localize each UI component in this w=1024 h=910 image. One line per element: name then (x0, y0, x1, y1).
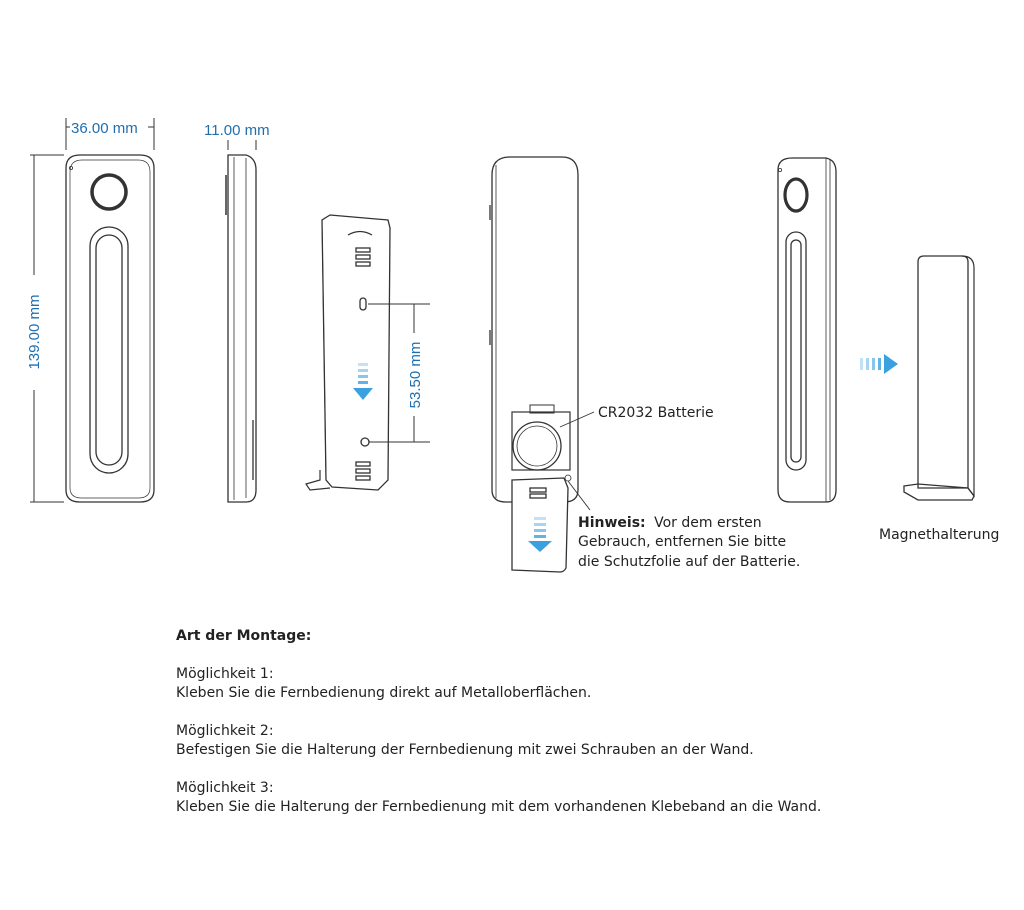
note-line-2: Gebrauch, entfernen Sie bitte (578, 534, 786, 550)
note-line-1: Hinweis: Vor dem ersten (578, 515, 762, 531)
mounting-option-3: Möglichkeit 3: Kleben Sie die Halterung … (176, 779, 976, 817)
wall-holder (305, 214, 430, 491)
option-text: Kleben Sie die Fernbedienung direkt auf … (176, 685, 592, 701)
front-view (30, 118, 155, 503)
battery-label: CR2032 Batterie (598, 405, 714, 421)
mounting-instructions: Art der Montage: Möglichkeit 1: Kleben S… (176, 627, 976, 836)
option-text: Befestigen Sie die Halterung der Fernbed… (176, 742, 754, 758)
mounting-title: Art der Montage: (176, 628, 312, 644)
note-line-3: die Schutzfolie auf der Batterie. (578, 554, 800, 570)
note-line-1-text: Vor dem ersten (654, 515, 762, 531)
mounting-option-2: Möglichkeit 2: Befestigen Sie die Halter… (176, 722, 976, 760)
depth-dimension-label: 11.00 mm (204, 122, 270, 139)
option-text: Kleben Sie die Halterung der Fernbedienu… (176, 799, 822, 815)
attach-arrow-icon (860, 354, 898, 374)
option-heading: Möglichkeit 3: (176, 780, 274, 796)
note-bold-label: Hinweis: (578, 515, 646, 531)
side-view (225, 140, 257, 503)
width-dimension-label: 36.00 mm (71, 120, 138, 137)
pull-out-arrow-icon (528, 517, 552, 552)
magnet-holder (903, 255, 975, 501)
height-dimension-label: 139.00 mm (26, 294, 43, 369)
hole-spacing-label: 53.50 mm (407, 342, 424, 409)
battery-view (489, 156, 595, 573)
mounting-option-1: Möglichkeit 1: Kleben Sie die Fernbedien… (176, 665, 976, 703)
remote-angled-view (777, 157, 837, 503)
slide-down-arrow-icon (353, 363, 373, 400)
option-heading: Möglichkeit 2: (176, 723, 274, 739)
product-diagram: 36.00 mm 139.00 mm 11.00 mm (26, 118, 999, 573)
option-heading: Möglichkeit 1: (176, 666, 274, 682)
magnet-holder-label: Magnethalterung (879, 527, 999, 543)
